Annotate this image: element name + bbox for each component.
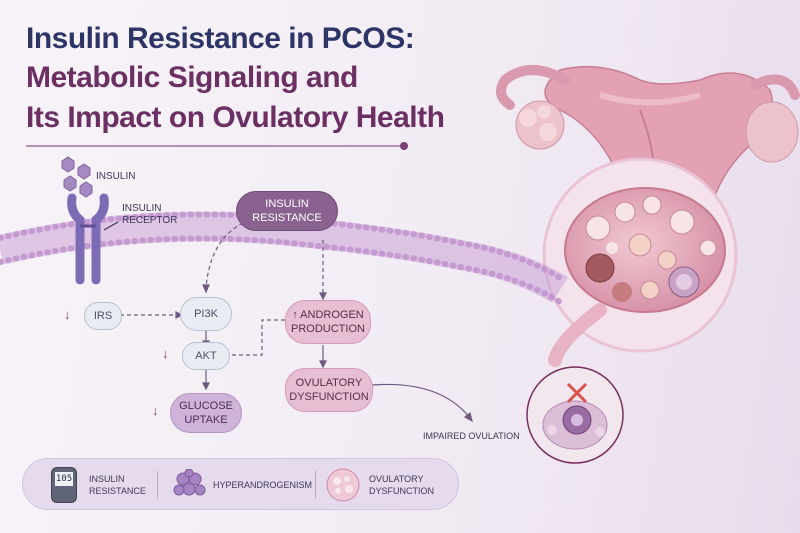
glucose-meter-icon: 105: [51, 467, 77, 503]
title-divider-dot: [400, 142, 408, 150]
uterus-illustration: [496, 65, 800, 248]
akt-decrease-arrow: ↓: [162, 346, 169, 361]
legend-divider: [157, 471, 158, 499]
legend-label-ovulatory-dysfunction: OVULATORY DYSFUNCTION: [369, 474, 434, 496]
ovulatory-dysfunction-node: OVULATORY DYSFUNCTION: [285, 368, 373, 412]
page-title: Insulin Resistance in PCOS: Metabolic Si…: [26, 20, 506, 138]
impaired-ovulation-label: IMPAIRED OVULATION: [423, 431, 520, 441]
insulin-receptor-icon: [67, 193, 119, 285]
title-line-2: Metabolic Signaling and: [26, 61, 358, 94]
legend-item-insulin-resistance: INSULIN RESISTANCE: [89, 459, 159, 511]
glucose-uptake-node: GLUCOSE UPTAKE: [170, 393, 242, 433]
title-divider: [26, 145, 402, 147]
legend-divider: [315, 471, 316, 499]
insulin-molecules: [61, 156, 93, 198]
ovary-follicle-icon: [326, 468, 360, 502]
legend-label-insulin-resistance: INSULIN RESISTANCE: [89, 474, 146, 496]
legend-item-hyperandrogenism: HYPERANDROGENISM: [213, 459, 312, 511]
legend-item-ovulatory-dysfunction: OVULATORY DYSFUNCTION: [369, 459, 449, 511]
insulin-receptor-label: INSULIN RECEPTOR: [122, 203, 178, 226]
pi3k-node: PI3K: [180, 297, 232, 331]
insulin-label: INSULIN: [96, 171, 136, 182]
pathway-arrows: [120, 222, 473, 423]
androgen-production-node: ↑ ANDROGEN PRODUCTION: [285, 300, 371, 344]
hyperandrogenism-icon: [173, 469, 206, 496]
cell-membrane: [0, 211, 568, 305]
meter-value: 105: [55, 472, 73, 486]
legend-label-hyperandrogenism: HYPERANDROGENISM: [213, 480, 313, 490]
impaired-ovulation-illustration: [526, 366, 624, 464]
irs-node: IRS: [84, 302, 122, 330]
akt-node: AKT: [182, 342, 230, 370]
legend-bar: 105 INSULIN RESISTANCE HYPERANDROGENISM …: [22, 458, 459, 510]
title-line-3: Its Impact on Ovulatory Health: [26, 101, 445, 134]
title-line-1: Insulin Resistance in PCOS:: [26, 22, 415, 55]
polycystic-ovary-magnified: [540, 155, 740, 367]
insulin-resistance-node: INSULIN RESISTANCE: [236, 191, 338, 231]
irs-decrease-arrow: ↓: [64, 307, 71, 322]
glucose-decrease-arrow: ↓: [152, 403, 159, 418]
